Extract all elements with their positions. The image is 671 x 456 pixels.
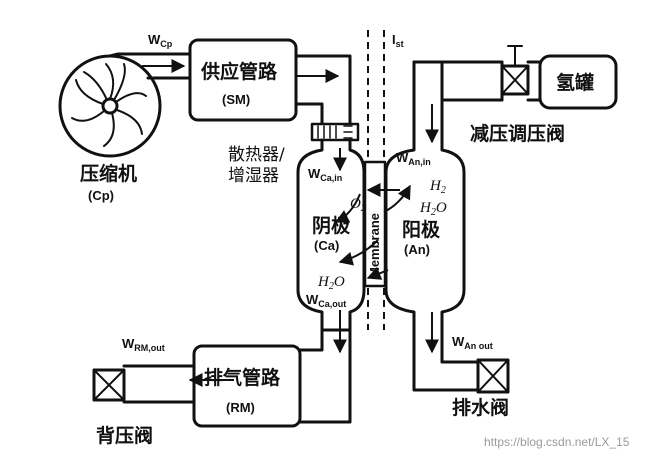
back-pressure-valve-label: 背压阀 [96, 424, 153, 447]
supply-manifold [188, 38, 298, 122]
supply-pipe [294, 54, 352, 130]
return-pipe [298, 328, 352, 424]
compressor-label: 压缩机 [80, 162, 137, 185]
supply-manifold-abbr: (SM) [222, 92, 250, 107]
compressor-icon [58, 52, 192, 158]
o2-label: O2 [350, 196, 366, 214]
drain-valve-icon [476, 358, 510, 394]
drain-valve-label: 排水阀 [452, 396, 509, 419]
cathode-abbr: (Ca) [314, 238, 339, 253]
anode-h2o-label: H2O [419, 200, 447, 218]
hydrogen-tank-label: 氢罐 [556, 71, 594, 94]
h2-label: H2 [429, 178, 446, 196]
watermark: https://blog.csdn.net/LX_15 [484, 435, 630, 449]
return-manifold-label: 排气管路 [204, 366, 281, 389]
cathode-chamber [296, 138, 366, 332]
hydrogen-tank [538, 54, 618, 110]
exhaust-pipe [122, 364, 196, 404]
stack-current-label: Ist [392, 32, 404, 49]
wan-out-label: WAn out [452, 334, 493, 351]
wrm-out-label: WRM,out [122, 336, 165, 353]
wan-in-label: WAn,in [396, 150, 431, 167]
pressure-regulator-label: 减压调压阀 [470, 122, 565, 145]
return-manifold-abbr: (RM) [226, 400, 255, 415]
pressure-regulator-valve-icon [500, 45, 530, 96]
wca-out-label: WCa,out [306, 292, 346, 309]
wcp-label: WCp [148, 32, 173, 49]
cathode-h2o-label: H2O [317, 274, 345, 292]
anode-chamber [384, 60, 480, 392]
flow-arrows [142, 59, 439, 387]
cooler-label-1: 散热器/ [228, 145, 285, 165]
back-pressure-valve-icon [92, 368, 126, 402]
cathode-label: 阴极 [312, 214, 351, 237]
cooler-fins [317, 125, 353, 139]
membrane-label: Membrane [367, 213, 382, 278]
supply-manifold-label: 供应管路 [200, 60, 278, 83]
wca-in-label: WCa,in [308, 166, 342, 183]
compressor-abbr: (Cp) [88, 188, 114, 203]
cooler-label-2: 增湿器 [228, 166, 279, 186]
anode-abbr: (An) [404, 242, 430, 257]
stack-current-lines [367, 30, 385, 330]
anode-label: 阳极 [402, 218, 441, 241]
